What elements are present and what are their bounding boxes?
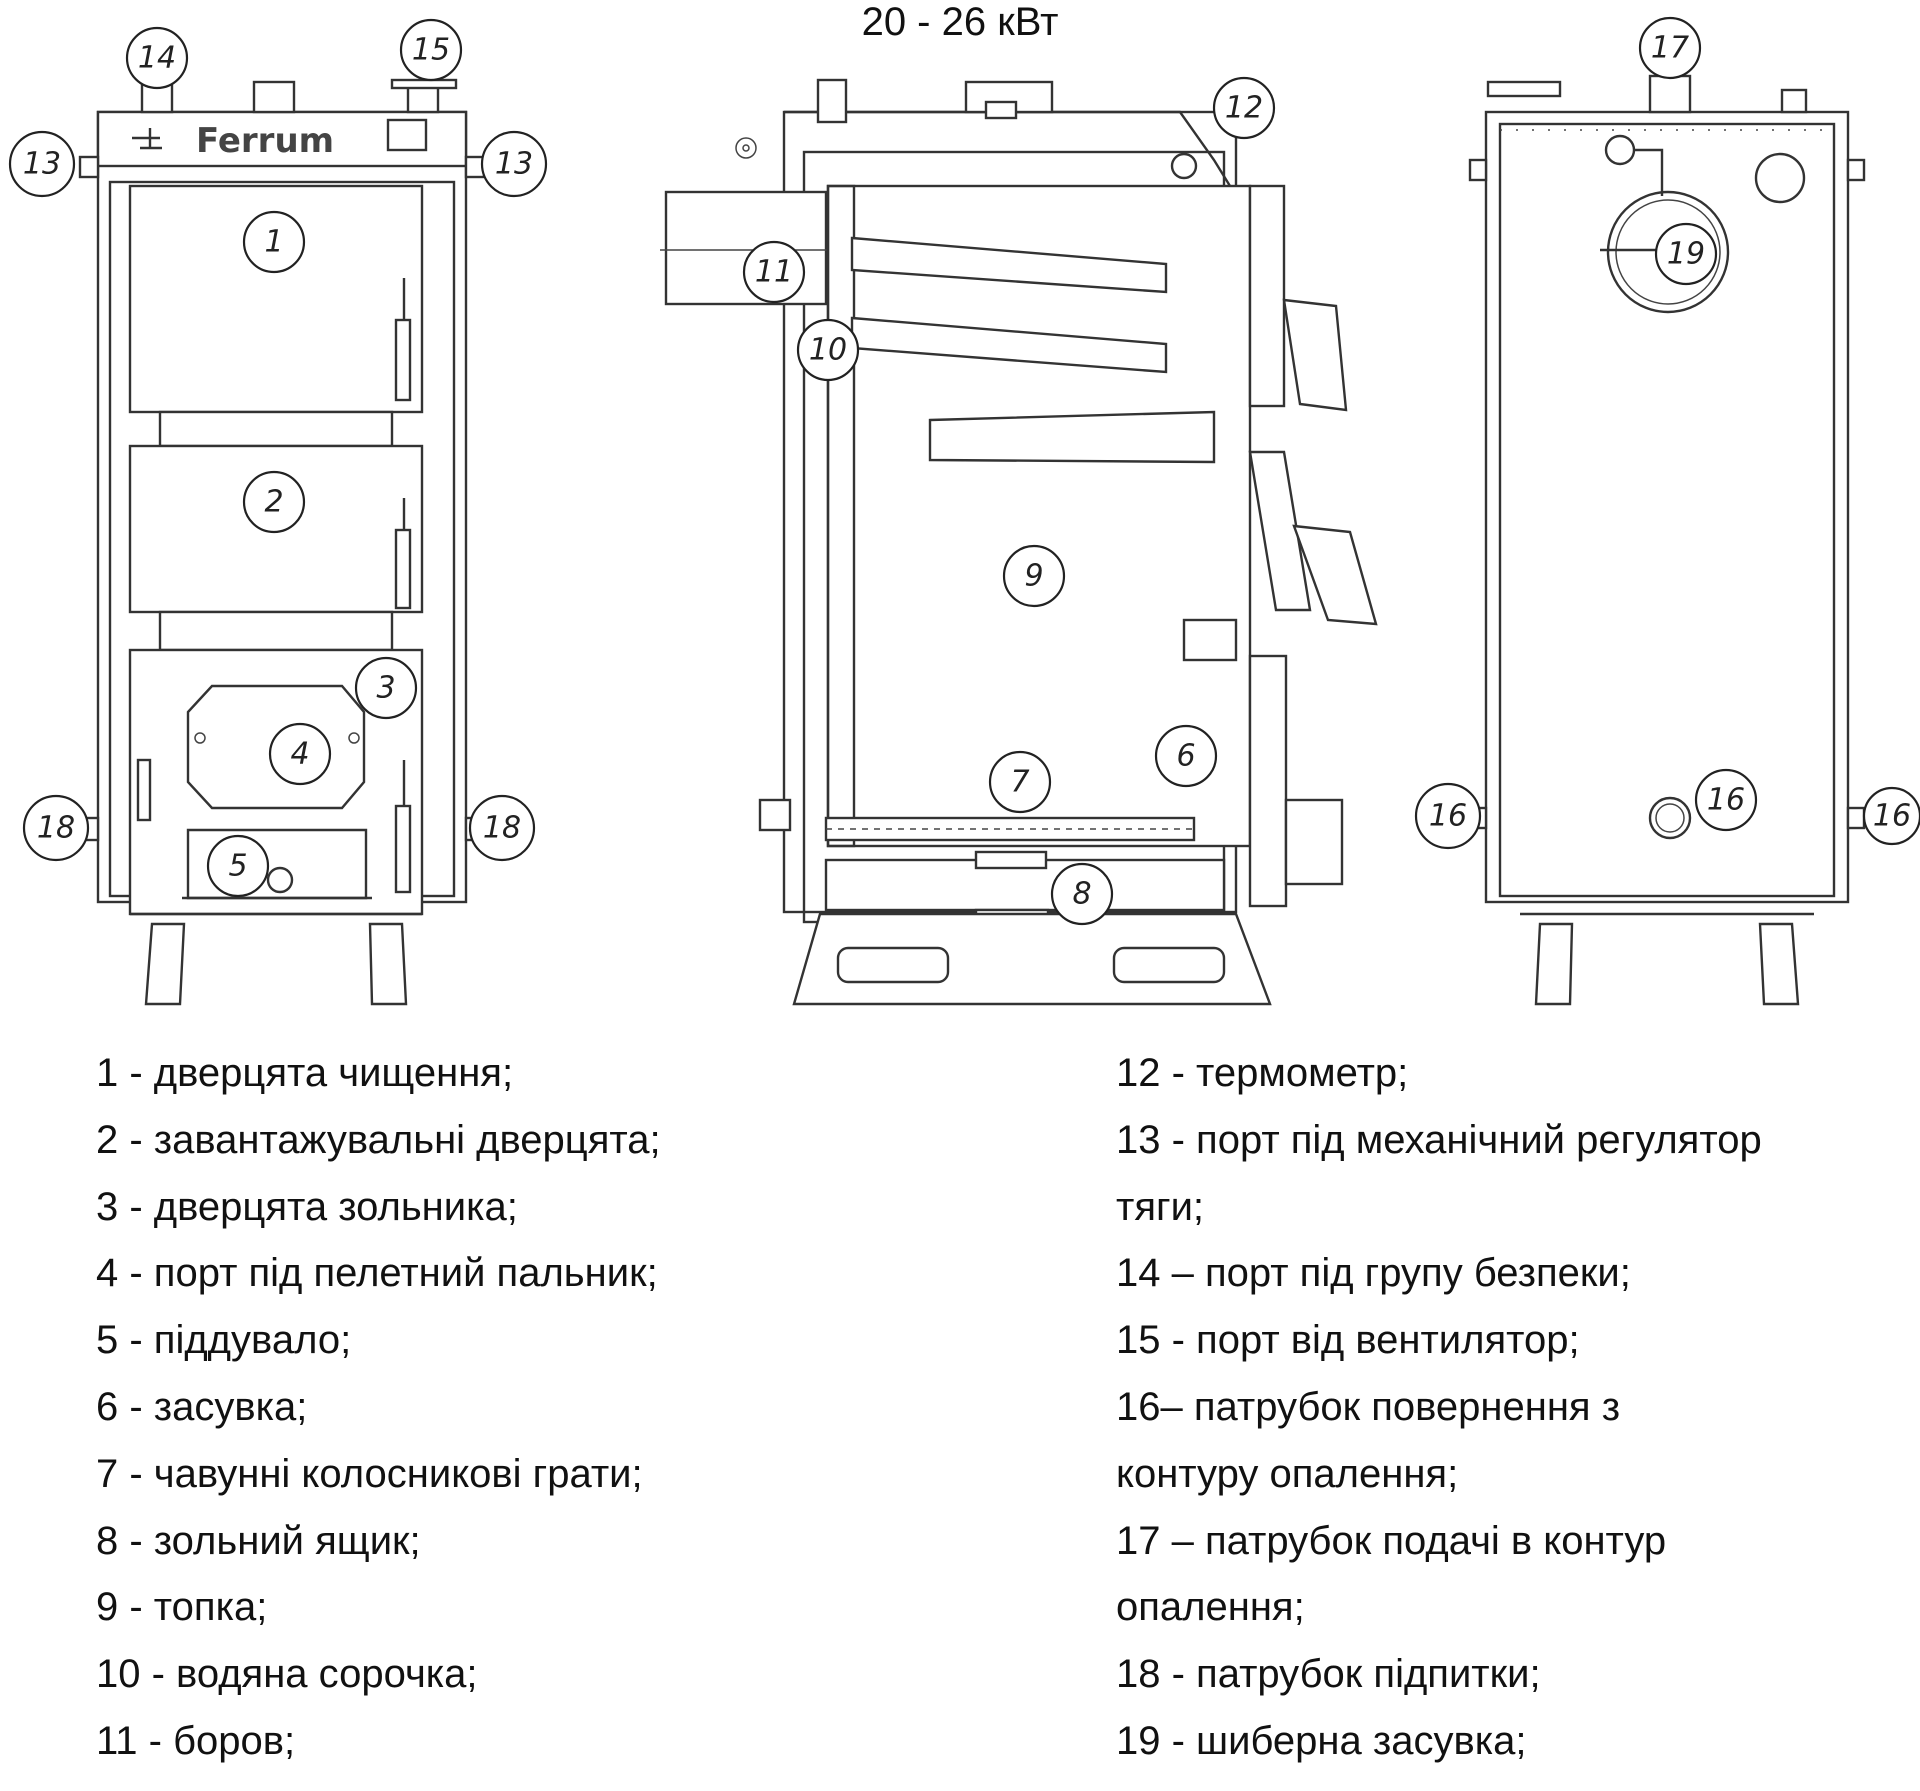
flue xyxy=(664,190,828,306)
svg-text:16: 16 xyxy=(1873,799,1911,834)
legend-item: 9 - топка; xyxy=(96,1585,268,1630)
callout-16-left: 16 xyxy=(1414,782,1482,850)
callout-2: 2 xyxy=(242,470,306,534)
callout-13-left: 13 xyxy=(8,130,76,198)
front-leg xyxy=(144,922,186,1006)
callout-14: 14 xyxy=(125,26,189,90)
svg-text:19: 19 xyxy=(1667,237,1705,272)
boiler-drawing: Ferrum xyxy=(8,16,1920,1006)
callout-5: 5 xyxy=(206,834,270,898)
svg-text:5: 5 xyxy=(228,849,247,884)
svg-text:9: 9 xyxy=(1024,559,1043,594)
legend-item: 13 - порт під механічний регулятор xyxy=(1116,1117,1762,1162)
callout-19: 19 xyxy=(1654,222,1718,286)
legend-item: 2 - завантажувальні дверцята; xyxy=(96,1117,661,1162)
legend-item: 7 - чавунні колосникові грати; xyxy=(96,1451,643,1496)
control-box xyxy=(386,118,428,152)
callout-6: 6 xyxy=(1154,724,1218,788)
legend-item: тяги; xyxy=(1116,1184,1205,1229)
legend-item: 8 - зольний ящик; xyxy=(96,1518,421,1563)
legend-item: опалення; xyxy=(1116,1585,1305,1630)
callout-1: 1 xyxy=(242,210,306,274)
svg-text:16: 16 xyxy=(1429,799,1467,834)
back-leg xyxy=(1758,922,1800,1006)
legend-item: 6 - засувка; xyxy=(96,1384,308,1429)
legend-item: 17 – патрубок подачі в контур xyxy=(1116,1518,1667,1563)
svg-text:2: 2 xyxy=(264,485,283,520)
side-callouts: 11 10 12 9 7 6 8 xyxy=(742,76,1276,926)
top-pipe xyxy=(252,80,296,114)
svg-text:8: 8 xyxy=(1072,877,1091,912)
callout-16-center: 16 xyxy=(1694,768,1758,832)
callout-3: 3 xyxy=(354,656,418,720)
callout-16-right: 16 xyxy=(1862,786,1920,846)
legend-item: 10 - водяна сорочка; xyxy=(96,1652,478,1697)
svg-text:15: 15 xyxy=(412,33,450,68)
callout-18-right: 18 xyxy=(468,794,536,862)
legend-item: 1 - дверцята чищення; xyxy=(96,1051,514,1095)
svg-text:16: 16 xyxy=(1707,783,1745,818)
svg-text:6: 6 xyxy=(1176,739,1195,774)
svg-text:4: 4 xyxy=(290,737,309,772)
callout-7: 7 xyxy=(988,750,1052,814)
svg-text:3: 3 xyxy=(376,671,395,706)
svg-text:13: 13 xyxy=(23,147,61,182)
callout-12: 12 xyxy=(1212,76,1276,140)
legend-left: 1 - дверцята чищення; 2 - завантажувальн… xyxy=(96,1040,661,1775)
side-view xyxy=(660,78,1378,1006)
callout-9: 9 xyxy=(1002,544,1066,608)
legend-item: 12 - термометр; xyxy=(1116,1051,1409,1095)
back-leg xyxy=(1534,922,1574,1006)
callout-4: 4 xyxy=(268,722,332,786)
back-view xyxy=(1468,74,1866,1006)
page-title: 20 - 26 кВт xyxy=(861,0,1059,44)
svg-text:1: 1 xyxy=(264,225,283,260)
legend-item: 3 - дверцята зольника; xyxy=(96,1184,518,1229)
svg-text:13: 13 xyxy=(495,147,533,182)
front-leg xyxy=(368,922,408,1006)
legend-item: 5 - піддувало; xyxy=(96,1318,352,1363)
svg-text:14: 14 xyxy=(138,41,176,76)
svg-text:18: 18 xyxy=(483,811,521,846)
legend-item: 11 - боров; xyxy=(96,1718,296,1763)
legend-item: 19 - шиберна засувка; xyxy=(1116,1718,1527,1763)
svg-text:7: 7 xyxy=(1010,765,1029,800)
svg-text:11: 11 xyxy=(755,255,793,290)
shutter-damper xyxy=(1606,190,1730,314)
legend-right: 12 - термометр; 13 - порт під механічний… xyxy=(1116,1040,1762,1775)
legend-item: 14 – порт під групу безпеки; xyxy=(1116,1251,1631,1296)
svg-text:18: 18 xyxy=(37,811,75,846)
front-callouts: 14 15 13 13 1 2 3 4 5 18 18 xyxy=(8,18,548,898)
callout-10: 10 xyxy=(796,318,860,382)
callout-11: 11 xyxy=(742,240,806,304)
legend-item: контуру опалення; xyxy=(1116,1451,1459,1496)
back-callouts: 17 19 16 16 16 xyxy=(1414,16,1920,850)
legend-item: 16– патрубок повернення з xyxy=(1116,1384,1621,1429)
brand-logo: Ferrum xyxy=(196,121,334,161)
callout-15: 15 xyxy=(399,18,463,82)
legend-item: 15 - порт від вентилятор; xyxy=(1116,1318,1580,1363)
callout-18-left: 18 xyxy=(22,794,90,862)
svg-text:12: 12 xyxy=(1225,91,1263,126)
callout-8: 8 xyxy=(1050,862,1114,926)
legend-item: 18 - патрубок підпитки; xyxy=(1116,1652,1541,1697)
legend-item: 4 - порт під пелетний пальник; xyxy=(96,1251,658,1296)
callout-13-right: 13 xyxy=(480,130,548,198)
svg-text:10: 10 xyxy=(809,333,847,368)
svg-text:17: 17 xyxy=(1651,31,1689,66)
callout-17: 17 xyxy=(1638,16,1702,80)
